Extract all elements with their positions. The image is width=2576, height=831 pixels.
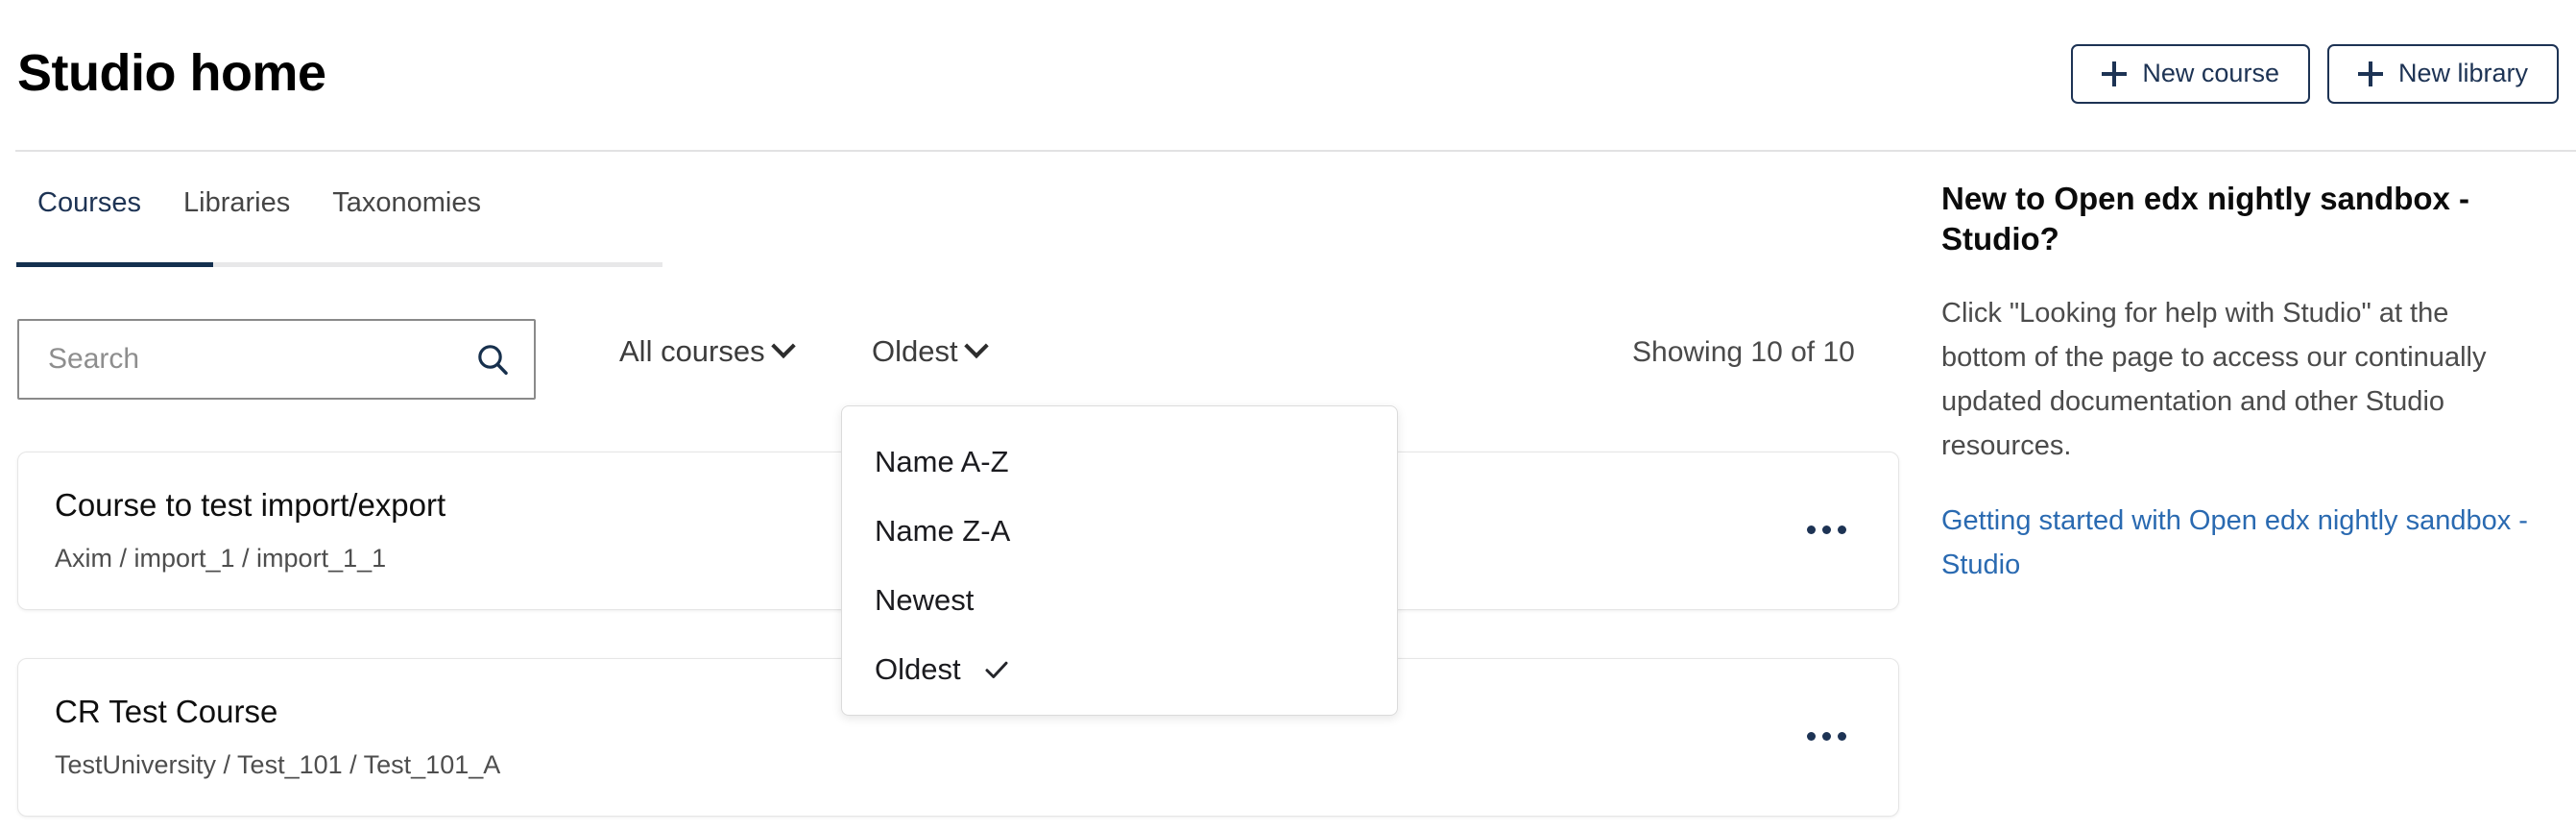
ellipsis-icon: [1806, 731, 1816, 741]
sort-option-label: Name A-Z: [875, 445, 1009, 478]
check-icon: [985, 661, 1008, 678]
sort-option-name-za[interactable]: Name Z-A: [842, 497, 1397, 566]
sort-option-label: Oldest: [875, 652, 961, 686]
tab-bar: Courses Libraries Taxonomies: [16, 187, 502, 242]
help-panel: New to Open edx nightly sandbox - Studio…: [1941, 179, 2556, 587]
tab-active-indicator: [16, 262, 213, 267]
new-course-button[interactable]: New course: [2071, 43, 2310, 104]
tab-libraries[interactable]: Libraries: [162, 187, 311, 242]
ellipsis-icon: [1837, 525, 1846, 534]
search-icon[interactable]: [470, 337, 515, 381]
sort-dropdown-menu: Name A-Z Name Z-A Newest Oldest: [841, 405, 1398, 716]
tab-courses[interactable]: Courses: [16, 187, 162, 242]
course-card-menu-button[interactable]: [1793, 501, 1860, 558]
tab-rail: [16, 262, 662, 267]
course-card[interactable]: CR Test Course TestUniversity / Test_101…: [17, 658, 1899, 817]
tab-taxonomies[interactable]: Taxonomies: [311, 187, 502, 242]
course-org-run: TestUniversity / Test_101 / Test_101_A: [55, 750, 501, 779]
course-title: Course to test import/export: [55, 487, 446, 523]
sort-option-oldest[interactable]: Oldest: [842, 635, 1397, 704]
page-title: Studio home: [17, 43, 326, 102]
ellipsis-icon: [1821, 731, 1831, 741]
filter-all-courses-label: All courses: [619, 334, 765, 368]
sort-button[interactable]: Oldest: [872, 333, 989, 369]
search-box[interactable]: [17, 319, 536, 400]
plus-icon: [2102, 61, 2128, 86]
new-library-label: New library: [2397, 59, 2528, 87]
chevron-down-icon: [770, 333, 796, 359]
search-input[interactable]: [48, 343, 470, 376]
header-actions: New course New library: [2071, 43, 2559, 104]
filter-all-courses-button[interactable]: All courses: [619, 333, 796, 369]
getting-started-link[interactable]: Getting started with Open edx nightly sa…: [1941, 504, 2528, 580]
new-course-label: New course: [2142, 59, 2279, 87]
ellipsis-icon: [1821, 525, 1831, 534]
page-header: Studio home New course New library: [0, 0, 2576, 151]
header-divider: [15, 150, 2576, 152]
sort-option-label: Name Z-A: [875, 514, 1011, 548]
sort-option-label: Newest: [875, 583, 975, 617]
ellipsis-icon: [1837, 731, 1846, 741]
showing-count: Showing 10 of 10: [1632, 336, 1855, 368]
chevron-down-icon: [963, 333, 989, 359]
course-card-menu-button[interactable]: [1793, 707, 1860, 765]
sort-button-label: Oldest: [872, 334, 958, 368]
toolbar: All courses Oldest Showing 10 of 10: [0, 317, 1930, 403]
sort-option-newest[interactable]: Newest: [842, 566, 1397, 635]
plus-icon: [2357, 61, 2383, 86]
ellipsis-icon: [1806, 525, 1816, 534]
course-org-run: Axim / import_1 / import_1_1: [55, 544, 387, 573]
course-title: CR Test Course: [55, 694, 278, 729]
help-panel-body: Click "Looking for help with Studio" at …: [1941, 298, 2487, 461]
sort-option-name-az[interactable]: Name A-Z: [842, 428, 1397, 497]
help-panel-title: New to Open edx nightly sandbox - Studio…: [1941, 181, 2470, 257]
new-library-button[interactable]: New library: [2326, 43, 2559, 104]
